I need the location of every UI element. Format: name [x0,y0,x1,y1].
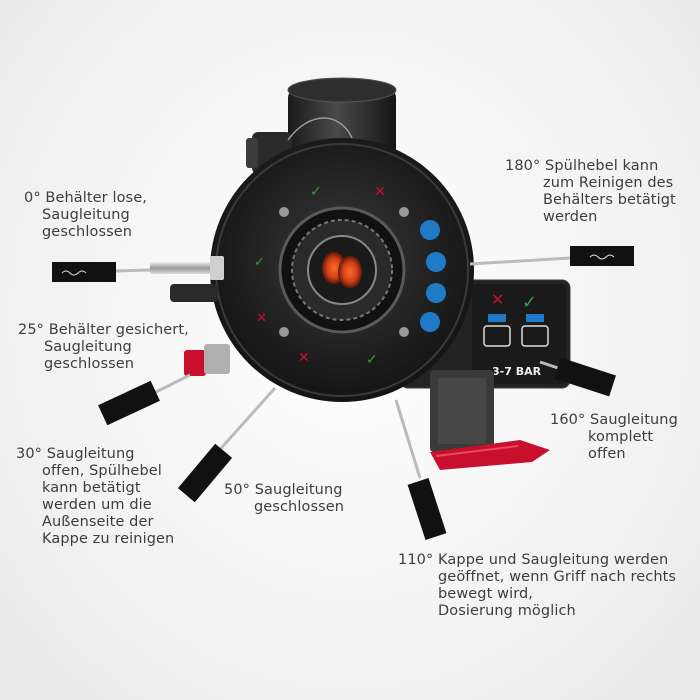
angle-line-50 [177,386,277,503]
label-180deg: 180° Spülhebel kann zum Reinigen des Beh… [505,158,676,225]
valve-body: ✕ ✓ ✕ ✓ ✓ ✕ [210,138,474,402]
blue-info-icon [426,283,446,303]
label-0deg: 0° Behälter lose, Saugleitung geschlosse… [24,190,147,240]
orange-core-right [338,256,362,288]
screw [399,207,409,217]
angle-line-160 [539,357,616,397]
blue-info-icon [420,220,440,240]
position-handle-160 [554,357,616,397]
screw [279,207,289,217]
cross-mark: ✕ [256,311,267,326]
screw [279,327,289,337]
label-30deg: 30° Saugleitung offen, Spülhebel kann be… [16,446,175,547]
position-handle-180 [570,246,634,266]
position-handle-25 [98,380,160,426]
label-50deg: 50° Saugleitung geschlossen [224,482,345,515]
position-handle-110 [407,478,447,540]
cross-mark: ✕ [298,350,310,366]
position-handle-50 [177,443,233,503]
check-mark: ✓ [254,255,265,270]
angle-line-0 [52,262,151,282]
blue-info-icon [426,252,446,272]
lower-housing [430,370,494,452]
angle-line-25 [98,373,191,426]
screw [399,327,409,337]
pressure-label: 3-7 BAR [492,365,542,378]
check-mark: ✓ [366,352,378,368]
check-mark: ✓ [310,184,322,200]
cross-mark: ✕ [374,184,386,200]
label-160deg: 160° Saugleitung komplett offen [550,412,678,462]
angle-line-180 [469,246,634,266]
blue-info-icon [420,312,440,332]
red-knob [184,344,230,376]
red-handle-lever [430,440,550,470]
cross-mark: ✕ [491,290,504,309]
angle-line-110 [394,399,447,540]
left-suction-rod [150,256,224,302]
label-110deg: 110° Kappe und Saugleitung werden geöffn… [398,552,677,619]
label-25deg: 25° Behälter gesichert, Saugleitung gesc… [18,322,189,372]
check-mark: ✓ [522,292,537,313]
